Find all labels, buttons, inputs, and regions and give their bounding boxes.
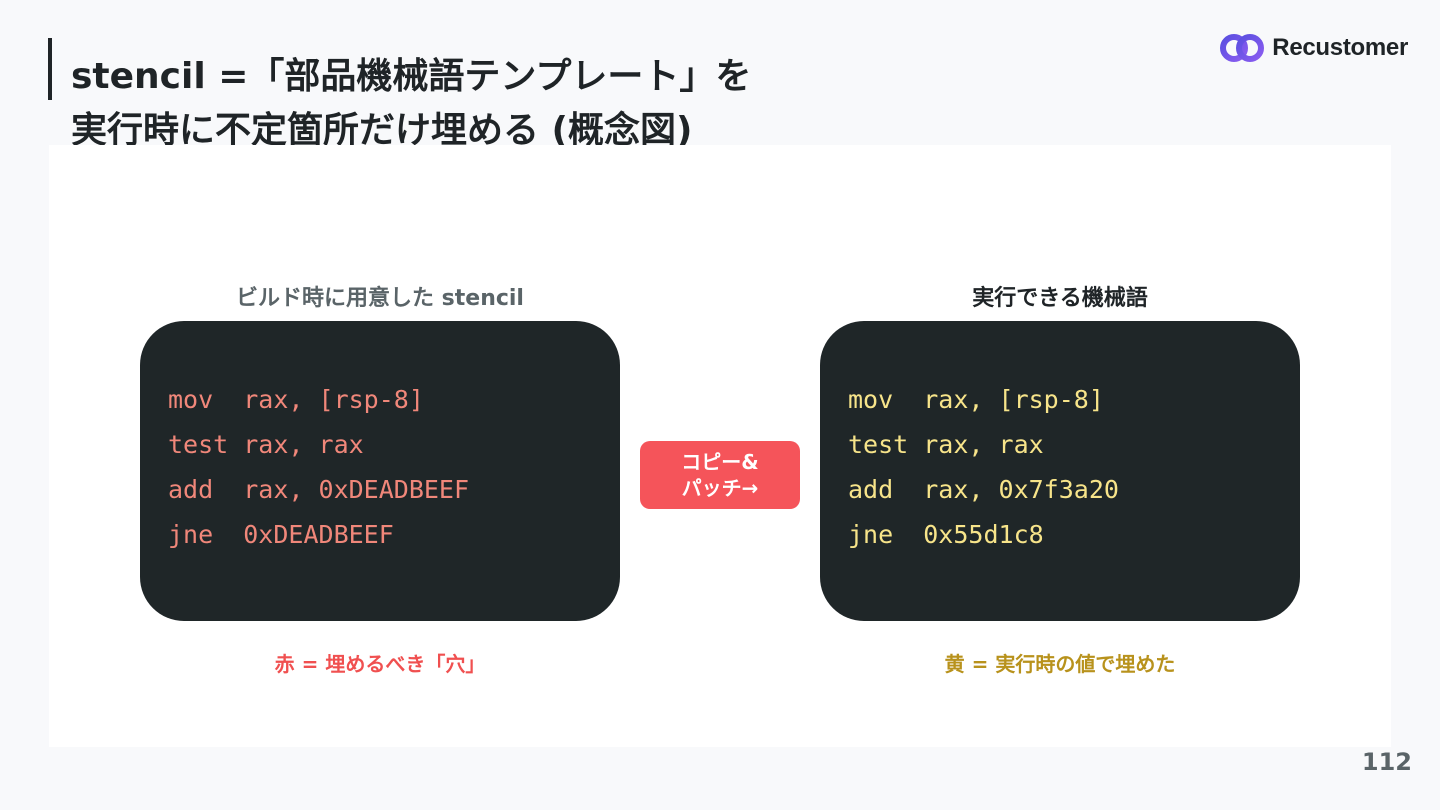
brand: Recustomer: [1218, 30, 1408, 66]
brand-logo-icon: [1220, 34, 1265, 62]
copy-patch-button[interactable]: コピー& パッチ→: [640, 441, 800, 509]
machine-code-block: mov rax, [rsp-8] test rax, rax add rax, …: [820, 321, 1300, 621]
machine-code-line: test rax, rax: [848, 430, 1044, 459]
slide-title-line-1: stencil =「部品機械語テンプレート」を: [71, 56, 752, 97]
copy-patch-label-line-2: パッチ→: [681, 476, 759, 500]
stencil-code-line: add rax, 0xDEADBEEF: [168, 475, 470, 504]
slide-title: stencil =「部品機械語テンプレート」を 実行時に不定箇所だけ埋める (概…: [71, 50, 751, 158]
machine-code-line: jne 0x55d1c8: [848, 520, 1044, 549]
machine-code-line: add rax, 0x7f3a20: [848, 475, 1119, 504]
copy-patch-label-line-1: コピー&: [681, 450, 759, 474]
filled-legend-note: 黄 = 実行時の値で埋めた: [944, 652, 1176, 676]
stencil-code-line: mov rax, [rsp-8]: [168, 385, 424, 414]
machine-code-caption: 実行できる機械語: [972, 286, 1148, 311]
brand-name: Recustomer: [1272, 34, 1408, 61]
stencil-caption: ビルド時に用意した stencil: [236, 286, 524, 311]
stencil-code-line: test rax, rax: [168, 430, 364, 459]
page-number: 112: [1361, 748, 1412, 776]
stencil-code-block: mov rax, [rsp-8] test rax, rax add rax, …: [140, 321, 620, 621]
hole-legend-note: 赤 = 埋めるべき「穴」: [274, 652, 486, 676]
title-accent-bar: [48, 38, 52, 100]
stencil-code-line: jne 0xDEADBEEF: [168, 520, 394, 549]
slide-title-line-2: 実行時に不定箇所だけ埋める (概念図): [71, 110, 693, 151]
machine-code-line: mov rax, [rsp-8]: [848, 385, 1104, 414]
